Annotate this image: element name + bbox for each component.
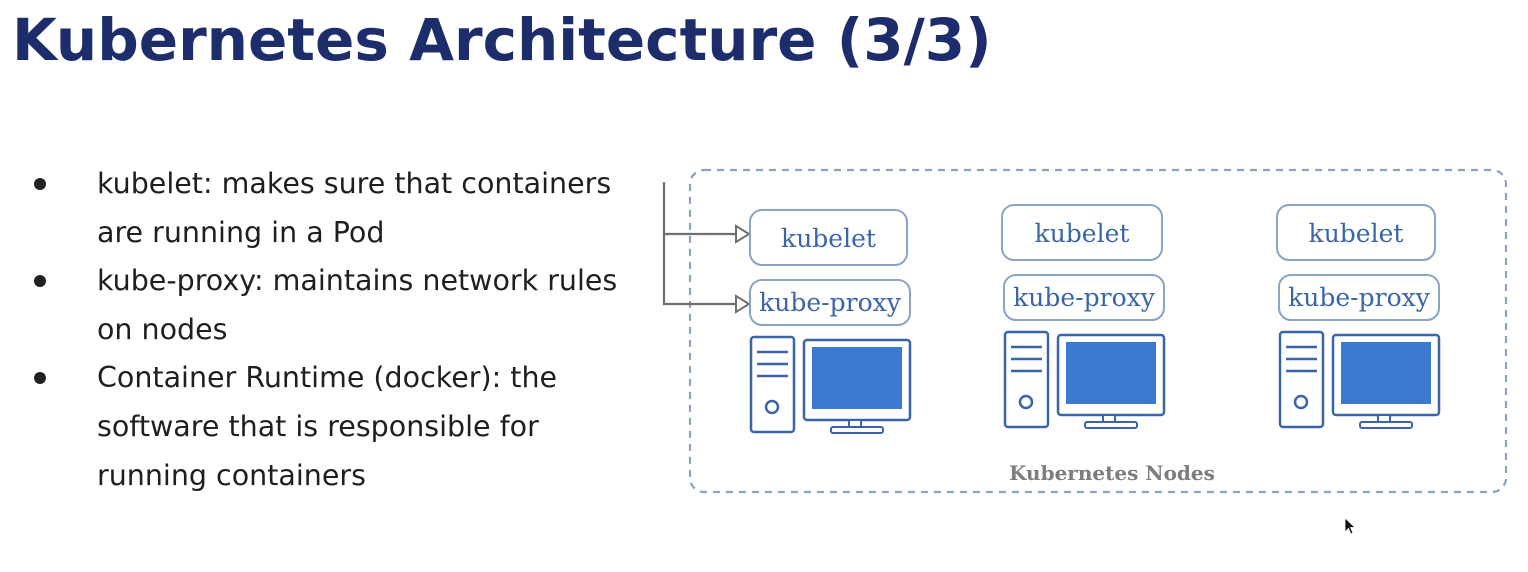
kube-proxy-box: [749, 279, 911, 326]
bullet-dot: [34, 275, 46, 288]
kubelet-label: kubelet: [1309, 219, 1404, 248]
bullet-list: kubelet: makes sure that containers are …: [30, 160, 650, 500]
slide-title: Kubernetes Architecture (3/3): [12, 6, 992, 74]
node-1: kubelet kube-proxy: [749, 209, 912, 434]
bullet-text: Container Runtime (docker): the software…: [97, 361, 558, 492]
kubelet-box: [749, 209, 908, 266]
arrow-head-kubelet: [735, 224, 751, 244]
bullet-item-kube-proxy: kube-proxy: maintains network rules on n…: [30, 257, 650, 354]
node-3: kubelet kube-proxy: [1276, 204, 1441, 429]
bullet-dot: [34, 178, 46, 190]
bullet-item-container-runtime: Container Runtime (docker): the software…: [30, 354, 650, 500]
connector-arrows: [662, 182, 736, 306]
server-monitor-icon: [1278, 330, 1441, 429]
kube-proxy-box: [1003, 274, 1165, 321]
node-2: kubelet kube-proxy: [1001, 204, 1166, 429]
mouse-cursor-icon: [1344, 517, 1357, 535]
kubelet-label: kubelet: [781, 224, 876, 253]
kube-proxy-label: kube-proxy: [759, 288, 902, 317]
kube-proxy-label: kube-proxy: [1013, 283, 1156, 312]
kubelet-label: kubelet: [1035, 219, 1130, 248]
server-monitor-icon: [1003, 330, 1166, 429]
kubelet-box: [1001, 204, 1163, 261]
server-monitor-icon: [749, 335, 912, 434]
bullet-item-kubelet: kubelet: makes sure that containers are …: [30, 160, 650, 257]
arrow-head-kube-proxy: [735, 294, 751, 314]
nodes-container-border: [688, 168, 1508, 494]
bullet-text: kubelet: makes sure that containers are …: [97, 167, 612, 249]
bullet-dot: [34, 372, 46, 385]
kubelet-box: [1276, 204, 1436, 261]
kube-proxy-box: [1278, 274, 1440, 321]
nodes-caption: Kubernetes Nodes: [1009, 461, 1215, 485]
bullet-text: kube-proxy: maintains network rules on n…: [97, 264, 618, 346]
kube-proxy-label: kube-proxy: [1288, 283, 1431, 312]
